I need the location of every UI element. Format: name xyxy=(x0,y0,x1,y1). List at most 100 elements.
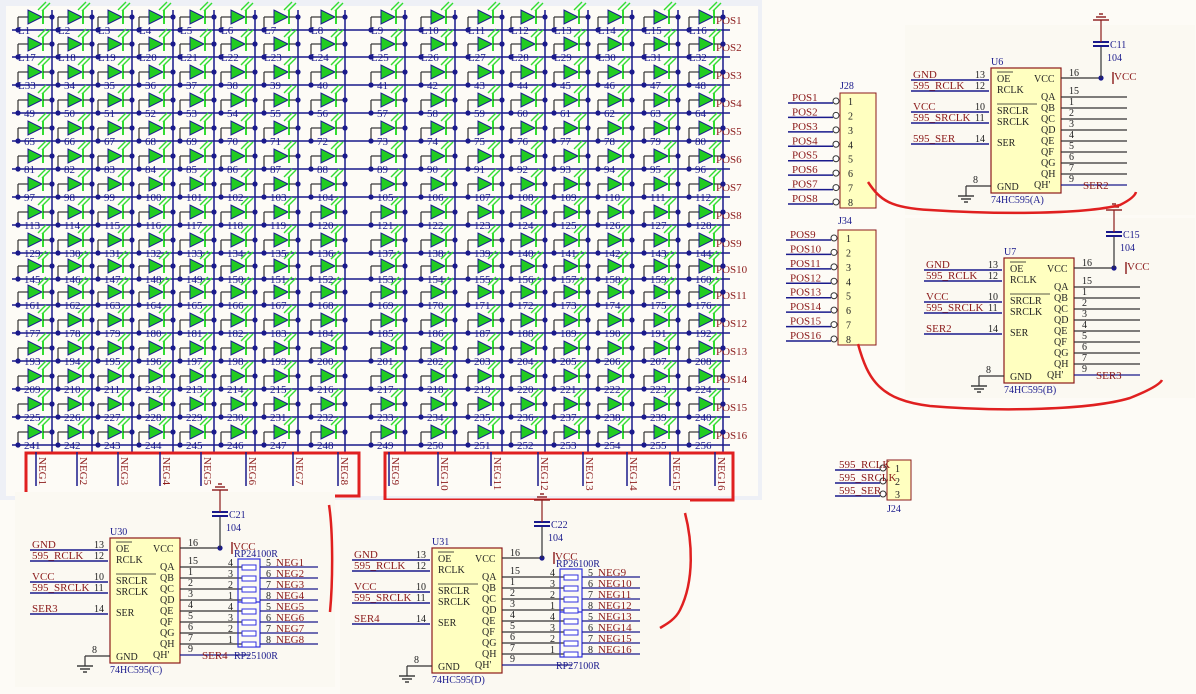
led-ray xyxy=(487,112,497,122)
led-154: 154 xyxy=(418,250,458,286)
pin-number: 4 xyxy=(188,600,193,611)
led-ray xyxy=(663,416,673,426)
junction-dot xyxy=(89,14,95,20)
led-ray xyxy=(162,361,172,371)
led-label: 178 xyxy=(64,328,81,340)
pin-number: 14 xyxy=(988,324,998,335)
led-label: 122 xyxy=(427,220,444,232)
junction-dot xyxy=(585,345,591,351)
led-182: 182 xyxy=(218,304,258,340)
pin-number: 3 xyxy=(846,263,851,274)
junction-dot xyxy=(452,263,458,269)
led-ray xyxy=(240,140,250,150)
led-198: 198 xyxy=(218,332,258,368)
junction-dot xyxy=(89,69,95,75)
led-250: 250 xyxy=(418,416,458,452)
led-ray xyxy=(81,197,91,207)
led-label: 233 xyxy=(377,412,394,424)
resistor-pack-label: RP26100R xyxy=(556,559,600,570)
junction-dot xyxy=(136,54,142,60)
junction-dot xyxy=(452,41,458,47)
led-116: 116 xyxy=(136,196,176,232)
led-ray xyxy=(663,196,673,206)
led-label: 231 xyxy=(270,412,287,424)
led-ray xyxy=(81,251,91,261)
junction-dot xyxy=(15,358,21,364)
led-label: 74 xyxy=(427,136,439,148)
junction-dot xyxy=(465,414,471,420)
junction-dot xyxy=(585,41,591,47)
led-triangle xyxy=(430,284,447,300)
pin-name: SER xyxy=(997,138,1016,149)
junction-dot xyxy=(129,317,135,323)
led-triangle xyxy=(563,36,580,52)
net-label: POS9 xyxy=(790,229,816,241)
led-triangle xyxy=(563,396,580,412)
led-2: L2 xyxy=(55,1,95,37)
led-ray xyxy=(534,277,544,287)
led-label: L31 xyxy=(644,52,662,64)
led-label: 108 xyxy=(517,192,534,204)
junction-dot xyxy=(261,358,267,364)
led-triangle xyxy=(607,9,624,25)
serial-out-label: SER4 xyxy=(202,650,228,662)
serial-out-label: SER2 xyxy=(1083,180,1109,192)
led-ray xyxy=(287,2,297,12)
pin-name: QE xyxy=(482,616,495,627)
junction-dot xyxy=(136,138,142,144)
junction-dot xyxy=(499,153,505,159)
led-triangle xyxy=(148,36,165,52)
led-ray xyxy=(577,113,587,123)
led-ray xyxy=(121,197,131,207)
led-label: 140 xyxy=(517,248,534,260)
led-triangle xyxy=(230,9,247,25)
vcc-label: VCC xyxy=(555,551,578,563)
led-ray xyxy=(708,112,718,122)
led-ray xyxy=(77,360,87,370)
led-ray xyxy=(577,305,587,315)
pin-name: SRCLK xyxy=(438,597,471,608)
led-ray xyxy=(617,276,627,286)
led-triangle xyxy=(67,424,84,440)
led-ray xyxy=(573,56,583,66)
output-net-label: NEG7 xyxy=(276,623,305,635)
junction-dot xyxy=(686,138,692,144)
led-ray xyxy=(663,250,673,260)
led-triangle xyxy=(520,368,537,384)
led-ray xyxy=(81,85,91,95)
led-ray xyxy=(621,197,631,207)
led-ray xyxy=(41,169,51,179)
pin-number: 6 xyxy=(588,579,593,590)
led-234: 234 xyxy=(418,388,458,424)
led-triangle xyxy=(189,232,206,248)
pin-number: 2 xyxy=(228,624,233,635)
junction-dot xyxy=(295,263,301,269)
led-ray xyxy=(240,388,250,398)
junction-dot xyxy=(585,69,591,75)
junction-dot xyxy=(95,166,101,172)
input-net-label: 595_RCLK xyxy=(926,270,977,282)
net-label: POS4 xyxy=(792,135,818,147)
led-triangle xyxy=(520,120,537,136)
junction-dot xyxy=(218,302,224,308)
junction-dot xyxy=(261,27,267,33)
led-ray xyxy=(37,168,47,178)
led-ray xyxy=(667,141,677,151)
led-ray xyxy=(390,56,400,66)
led-ray xyxy=(203,305,213,315)
junction-dot xyxy=(49,125,55,131)
led-ray xyxy=(577,57,587,67)
led-triangle xyxy=(273,120,290,136)
led-115: 115 xyxy=(95,196,135,232)
pin-number: 6 xyxy=(188,622,193,633)
led-label: 214 xyxy=(227,384,244,396)
junction-dot xyxy=(211,401,217,407)
led-label: 132 xyxy=(145,248,162,260)
led-ray xyxy=(444,277,454,287)
led-ray xyxy=(37,388,47,398)
pin-name: SER xyxy=(438,618,457,629)
led-93: 93 xyxy=(551,140,591,176)
junction-dot xyxy=(508,442,514,448)
col-label-2: NEG2 xyxy=(77,457,89,485)
